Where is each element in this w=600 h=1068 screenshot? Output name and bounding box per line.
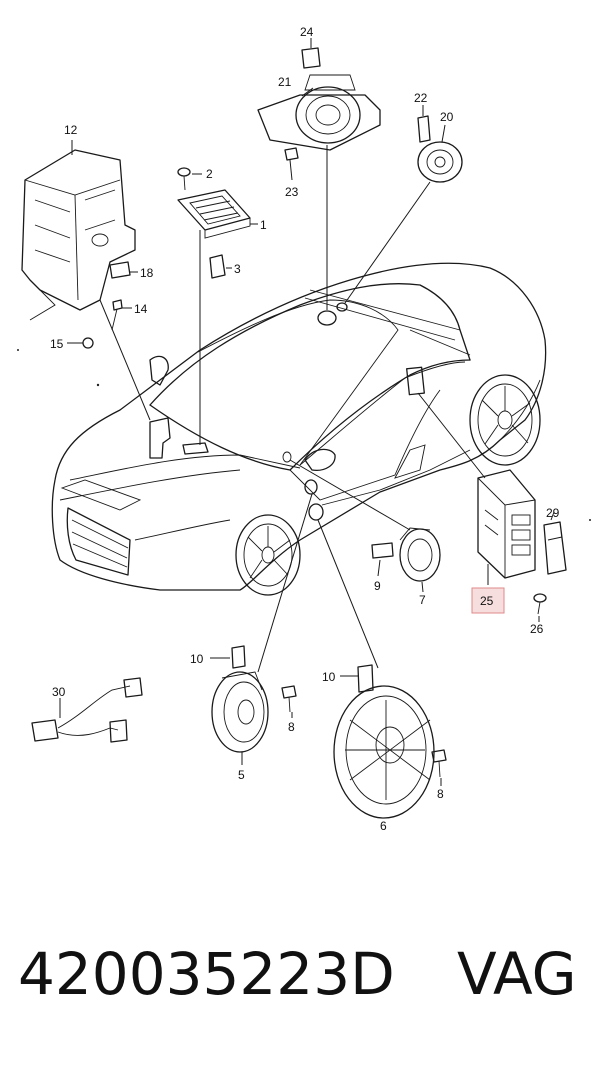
front-wheel bbox=[235, 514, 301, 596]
part-15-nut bbox=[82, 337, 94, 349]
part-2-screw bbox=[177, 167, 191, 191]
callout-7: 7 bbox=[419, 593, 426, 607]
callout-18: 18 bbox=[140, 266, 154, 280]
part-12-housing bbox=[21, 149, 136, 321]
callout-2: 2 bbox=[206, 167, 213, 181]
callout-labels: 24 21 23 22 20 12 2 1 3 18 14 15 29 9 7 … bbox=[50, 25, 560, 833]
callout-22: 22 bbox=[414, 91, 428, 105]
callout-29: 29 bbox=[546, 506, 560, 520]
callout-8-right: 8 bbox=[437, 787, 444, 801]
part-22-connector bbox=[417, 115, 431, 143]
callout-9: 9 bbox=[374, 579, 381, 593]
leader-lines bbox=[59, 38, 555, 819]
part-1-tweeter-grille bbox=[177, 189, 251, 239]
stray-dot bbox=[17, 349, 19, 351]
part-number: 420035223D bbox=[18, 940, 395, 1008]
callout-20: 20 bbox=[440, 110, 454, 124]
callout-15: 15 bbox=[50, 337, 64, 351]
part-26-screw bbox=[533, 593, 547, 615]
callout-25: 25 bbox=[480, 594, 494, 608]
callout-8-left: 8 bbox=[288, 720, 295, 734]
stray-dot bbox=[589, 519, 591, 521]
part-6-woofer bbox=[333, 685, 435, 819]
callout-3: 3 bbox=[234, 262, 241, 276]
part-3-clip bbox=[209, 254, 226, 279]
part-20-tweeter bbox=[417, 141, 463, 183]
part-plug-left bbox=[149, 355, 169, 386]
part-14-screw bbox=[111, 299, 123, 331]
callout-6: 6 bbox=[380, 819, 387, 833]
part-9-connector bbox=[371, 542, 394, 559]
part-5-speaker bbox=[211, 671, 269, 753]
part-10-connector-a bbox=[231, 645, 246, 669]
callout-24: 24 bbox=[300, 25, 314, 39]
stray-dot bbox=[96, 383, 100, 387]
highlight-box-25 bbox=[471, 587, 505, 614]
part-23-screw bbox=[284, 147, 299, 161]
car-body-outline bbox=[51, 262, 547, 591]
part-29-module bbox=[543, 521, 567, 575]
part-25-amplifier bbox=[477, 469, 536, 579]
brand-label: VAG bbox=[457, 940, 577, 1008]
callout-1: 1 bbox=[260, 218, 267, 232]
callout-23: 23 bbox=[285, 185, 299, 199]
car-markers bbox=[149, 302, 425, 521]
callout-21: 21 bbox=[278, 75, 292, 89]
part-30-cable bbox=[31, 677, 143, 743]
part-7-speaker bbox=[399, 527, 441, 582]
part-21-speaker bbox=[257, 74, 381, 151]
callout-10-right: 10 bbox=[322, 670, 336, 684]
callout-30: 30 bbox=[52, 685, 66, 699]
rear-wheel bbox=[469, 374, 541, 466]
part-24-connector bbox=[301, 47, 321, 69]
callout-5: 5 bbox=[238, 768, 245, 782]
callout-12: 12 bbox=[64, 123, 78, 137]
callout-10-left: 10 bbox=[190, 652, 204, 666]
callout-26: 26 bbox=[530, 622, 544, 636]
callout-14: 14 bbox=[134, 302, 148, 316]
part-8-screw-a bbox=[281, 685, 297, 713]
part-10-connector-b bbox=[357, 664, 374, 693]
part-18-connector bbox=[109, 261, 131, 279]
